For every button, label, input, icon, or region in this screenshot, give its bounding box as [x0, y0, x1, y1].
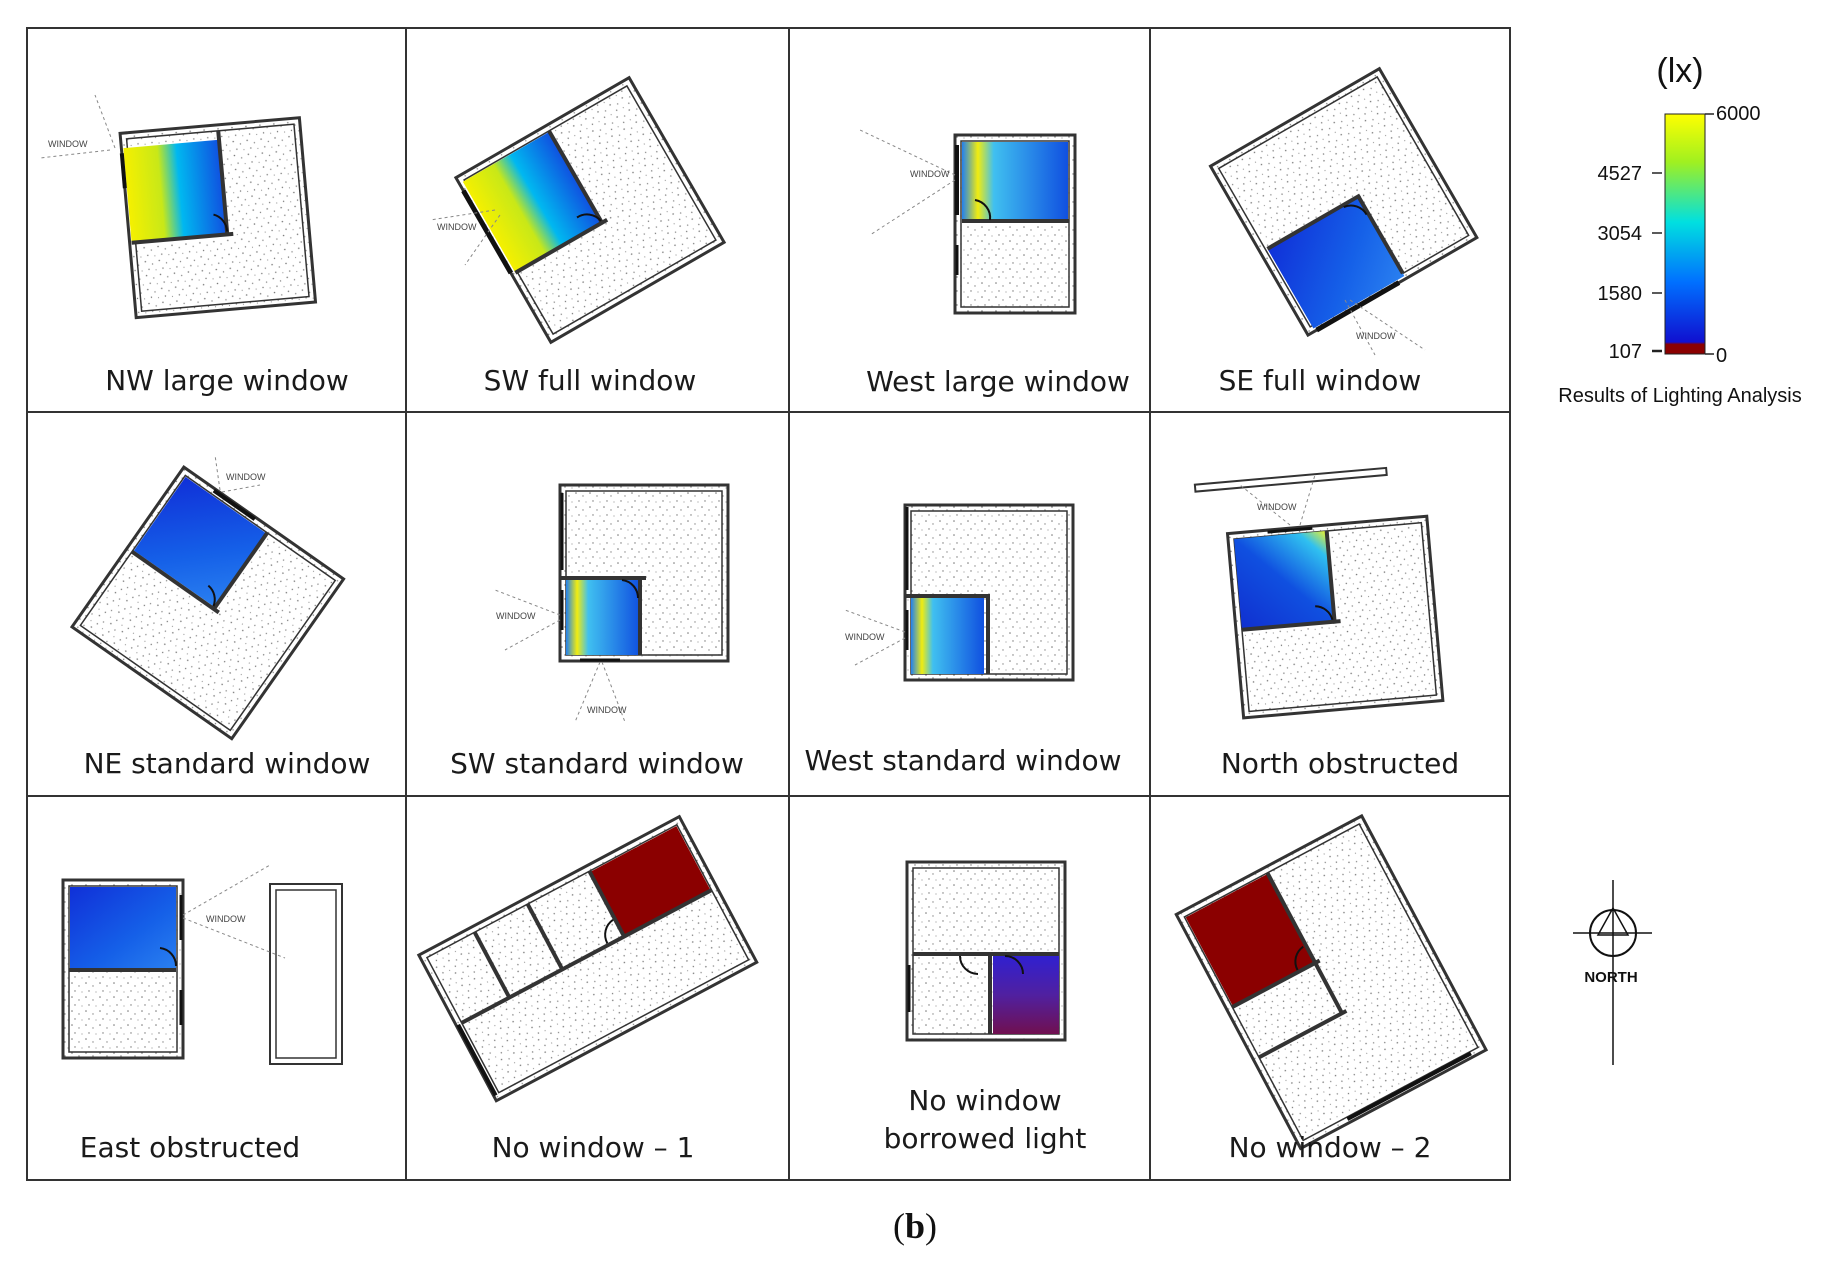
legend-tick-zero: 0	[1716, 345, 1727, 367]
obstruction-block	[269, 883, 343, 1065]
door-icon	[974, 199, 992, 221]
window-label: WINDOW	[845, 632, 885, 642]
window-label: WINDOW	[587, 705, 627, 715]
panel-no-window-borrowed-light: No window borrowed light	[884, 860, 1087, 1155]
door-icon	[576, 213, 602, 222]
lux-heatmap	[911, 598, 984, 674]
door-icon	[1315, 605, 1334, 621]
panel-caption: North obstructed	[1221, 747, 1459, 780]
panel-grid	[26, 27, 1511, 1181]
lux-heatmap	[123, 139, 228, 243]
color-scale-bar	[1664, 113, 1706, 355]
window-label: WINDOW	[226, 472, 266, 482]
window-label: WINDOW	[1257, 502, 1297, 512]
window-label: WINDOW	[910, 169, 950, 179]
lux-heatmap	[70, 887, 176, 969]
north-compass-icon: NORTH	[1573, 880, 1652, 1065]
door-icon	[1004, 955, 1024, 975]
legend-tick: 3054	[1598, 223, 1643, 245]
window-label: WINDOW	[437, 222, 477, 232]
obstruction-wall	[1193, 466, 1388, 493]
door-icon	[621, 579, 640, 599]
lux-heatmap	[1185, 874, 1314, 1006]
panel-west-standard-window: WINDOW West standard window	[804, 503, 1122, 777]
door-icon	[207, 584, 216, 607]
panel-nw-large-window: WINDOW NW large window	[39, 94, 349, 397]
panel-east-obstructed: WINDOW East obstructed	[61, 864, 343, 1164]
legend-unit: (lx)	[1656, 52, 1703, 90]
panel-caption: NW large window	[105, 364, 349, 397]
door-icon	[213, 213, 229, 232]
panel-caption: NE standard window	[84, 747, 371, 780]
legend-title: Results of Lighting Analysis	[1558, 385, 1801, 407]
window-label: WINDOW	[206, 914, 246, 924]
panel-caption-line2: borrowed light	[884, 1122, 1087, 1155]
panel-north-obstructed: WINDOW North obstructed	[1193, 466, 1459, 780]
lux-legend: (lx) 6000 4527 3054 1580 107 0 Results o…	[1558, 52, 1801, 407]
panel-caption: SW full window	[484, 364, 697, 397]
panel-sw-full-window: WINDOW SW full window	[429, 75, 727, 397]
lux-heatmap	[133, 476, 266, 607]
panel-caption: SW standard window	[450, 747, 744, 780]
panel-caption: No window – 2	[1229, 1131, 1432, 1164]
legend-tick-max: 6000	[1716, 103, 1761, 125]
panel-ne-standard-window: WINDOW NE standard window	[69, 454, 371, 780]
panel-west-large-window: WINDOW West large window	[859, 129, 1130, 398]
panel-caption: No window – 1	[492, 1131, 695, 1164]
figure-label: (b)	[892, 1206, 938, 1246]
door-icon	[1294, 945, 1304, 971]
lux-heatmap	[962, 142, 1068, 220]
panel-se-full-window: WINDOW SE full window	[1208, 66, 1479, 397]
panel-caption: SE full window	[1219, 364, 1422, 397]
door-icon	[159, 947, 178, 967]
legend-tick-min: 107	[1609, 341, 1642, 363]
panel-caption: East obstructed	[80, 1131, 300, 1164]
panel-sw-standard-window: WINDOW WINDOW SW standard window	[450, 483, 744, 780]
panel-caption: West standard window	[804, 744, 1121, 777]
door-icon	[959, 955, 979, 975]
window-label: WINDOW	[48, 139, 88, 149]
door-icon	[604, 918, 614, 944]
panel-caption: West large window	[866, 365, 1130, 398]
panel-no-window-2: No window – 2	[1174, 813, 1489, 1164]
lux-heatmap	[462, 131, 602, 273]
window-label: WINDOW	[496, 611, 536, 621]
legend-tick: 4527	[1598, 163, 1643, 185]
lux-heatmap	[566, 580, 640, 655]
lux-heatmap	[993, 956, 1059, 1034]
legend-tick: 1580	[1598, 283, 1643, 305]
panel-caption-line1: No window	[908, 1084, 1061, 1117]
compass-label: NORTH	[1584, 969, 1637, 986]
lux-heatmap	[590, 826, 711, 936]
lux-heatmap	[1234, 531, 1334, 629]
panel-no-window-1: No window – 1	[416, 814, 759, 1164]
window-label: WINDOW	[1356, 331, 1396, 341]
door-icon	[1343, 204, 1368, 216]
